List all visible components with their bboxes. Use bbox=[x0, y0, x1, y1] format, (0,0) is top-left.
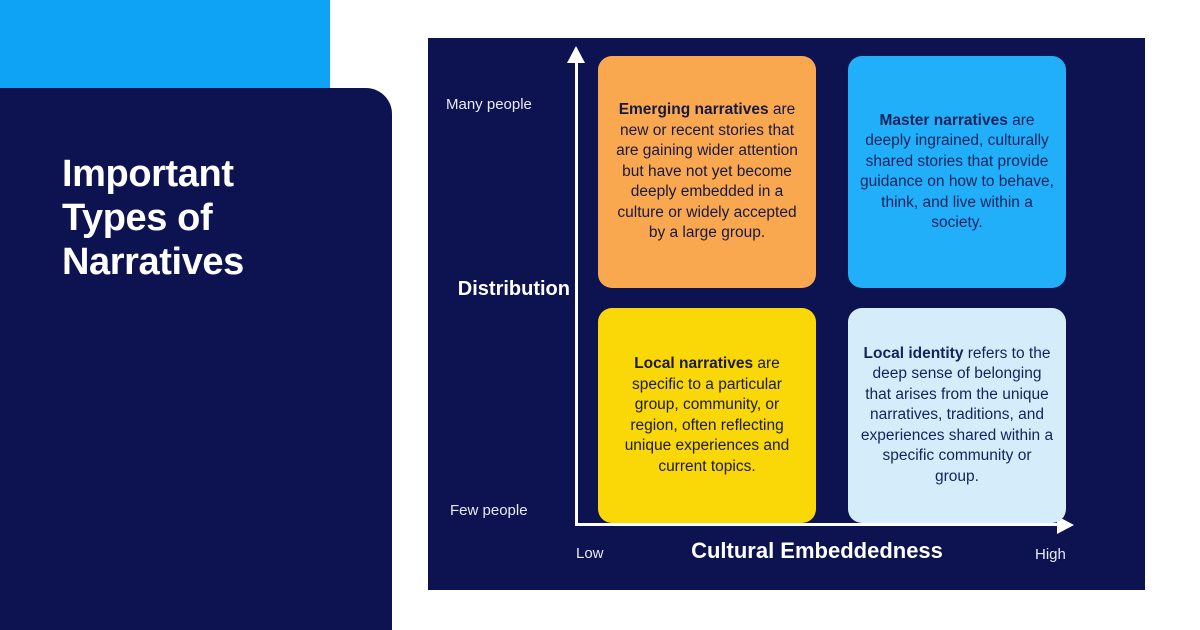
quadrant-card-description: are deeply ingrained, culturally shared … bbox=[860, 111, 1054, 232]
y-axis-arrow-icon bbox=[567, 46, 585, 63]
quadrant-card-term: Emerging narratives bbox=[618, 101, 769, 119]
quadrant-card-text: Local identity refers to the deep sense … bbox=[860, 344, 1054, 488]
quadrant-chart-panel: Many people Few people Distribution Low … bbox=[428, 38, 1145, 590]
quadrant-card-term: Master narratives bbox=[879, 111, 1008, 129]
y-axis-line bbox=[575, 60, 578, 526]
x-axis-arrow-icon bbox=[1057, 516, 1074, 534]
quadrant-card-emerging-narratives: Emerging narratives are new or recent st… bbox=[598, 56, 816, 288]
quadrant-card-term: Local identity bbox=[863, 344, 964, 362]
accent-block bbox=[0, 0, 330, 90]
x-axis-tick-low: Low bbox=[576, 545, 604, 562]
title-panel bbox=[0, 88, 392, 630]
quadrant-card-text: Local narratives are specific to a parti… bbox=[610, 354, 804, 477]
quadrant-card-local-narratives: Local narratives are specific to a parti… bbox=[598, 308, 816, 523]
quadrant-card-master-narratives: Master narratives are deeply ingrained, … bbox=[848, 56, 1066, 288]
page-title-line-1: Important bbox=[62, 153, 234, 195]
page-title-line-2: Types of bbox=[62, 197, 213, 239]
quadrant-card-text: Emerging narratives are new or recent st… bbox=[610, 100, 804, 244]
x-axis-title: Cultural Embeddedness bbox=[691, 538, 943, 563]
x-axis-line bbox=[575, 523, 1059, 526]
quadrant-card-description: are new or recent stories that are gaini… bbox=[616, 101, 798, 242]
quadrant-card-local-identity: Local identity refers to the deep sense … bbox=[848, 308, 1066, 523]
page-title: Important Types of Narratives bbox=[62, 152, 372, 284]
y-axis-tick-low: Few people bbox=[450, 502, 528, 519]
quadrant-grid: Emerging narratives are new or recent st… bbox=[598, 56, 1146, 523]
y-axis-tick-high: Many people bbox=[446, 96, 532, 113]
page-title-line-3: Narratives bbox=[62, 241, 244, 283]
quadrant-card-text: Master narratives are deeply ingrained, … bbox=[860, 111, 1054, 234]
y-axis-title: Distribution bbox=[457, 278, 570, 300]
quadrant-card-term: Local narratives bbox=[634, 355, 754, 372]
x-axis-tick-high: High bbox=[1035, 546, 1066, 563]
quadrant-card-description: are specific to a particular group, comm… bbox=[624, 355, 790, 475]
quadrant-card-description: refers to the deep sense of belonging th… bbox=[860, 344, 1054, 485]
